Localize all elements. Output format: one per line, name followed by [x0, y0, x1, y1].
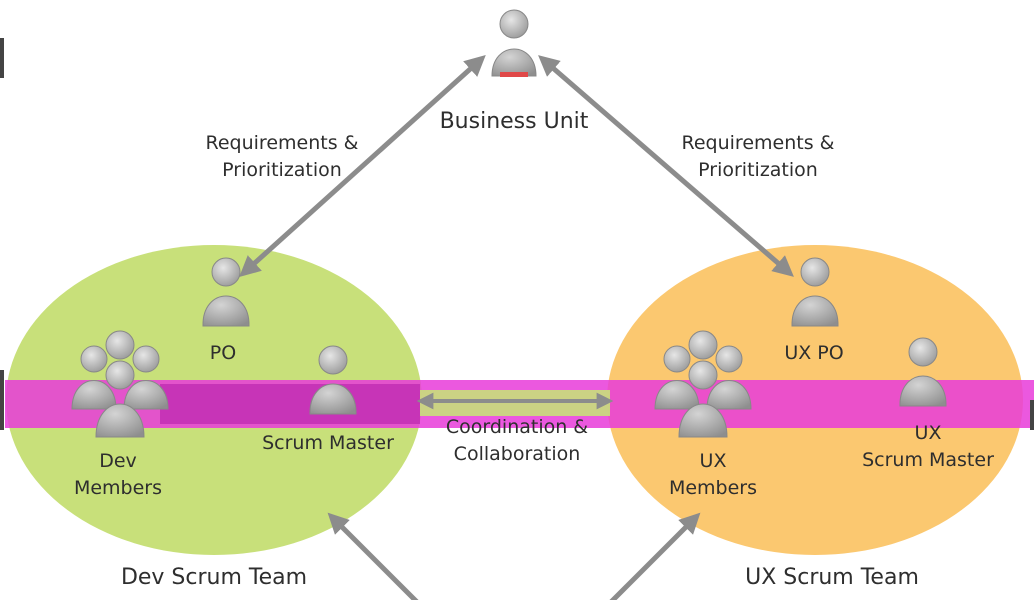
arrow-business-to-po	[239, 54, 486, 278]
glitch-band-dark	[160, 384, 420, 424]
arrow-bottom-right	[609, 512, 701, 600]
coordination-label: Coordination & Collaboration	[445, 416, 589, 465]
ux-po-person-icon	[791, 257, 839, 327]
edge-artifact	[0, 38, 4, 78]
right-requirements-label: Requirements & Prioritization	[681, 132, 835, 181]
ux-members-label: UX Members	[668, 450, 758, 499]
business-unit-person-icon	[491, 9, 537, 77]
business-unit-label: Business Unit	[439, 109, 589, 134]
po-label: PO	[209, 342, 237, 364]
ux-scrum-master-person-icon	[899, 337, 947, 407]
left-requirements-label: Requirements & Prioritization	[205, 132, 359, 181]
dev-scrum-team-label: Dev Scrum Team	[120, 565, 308, 590]
dev-members-person-group-icon	[71, 330, 169, 438]
ux-members-person-group-icon	[654, 330, 752, 438]
arrow-bottom-left	[327, 512, 419, 600]
edge-artifact	[0, 370, 4, 430]
dev-members-label: Dev Members	[73, 450, 163, 499]
po-person-icon	[202, 257, 250, 327]
dev-scrum-master-person-icon	[309, 345, 357, 415]
ux-scrum-team-label: UX Scrum Team	[745, 565, 919, 590]
edge-artifact	[1030, 400, 1034, 430]
arrow-business-to-ux-po	[538, 55, 794, 277]
dev-scrum-master-label: Scrum Master	[262, 432, 394, 454]
ux-scrum-master-label: UX Scrum Master	[862, 422, 994, 471]
ux-po-label: UX PO	[784, 342, 844, 364]
